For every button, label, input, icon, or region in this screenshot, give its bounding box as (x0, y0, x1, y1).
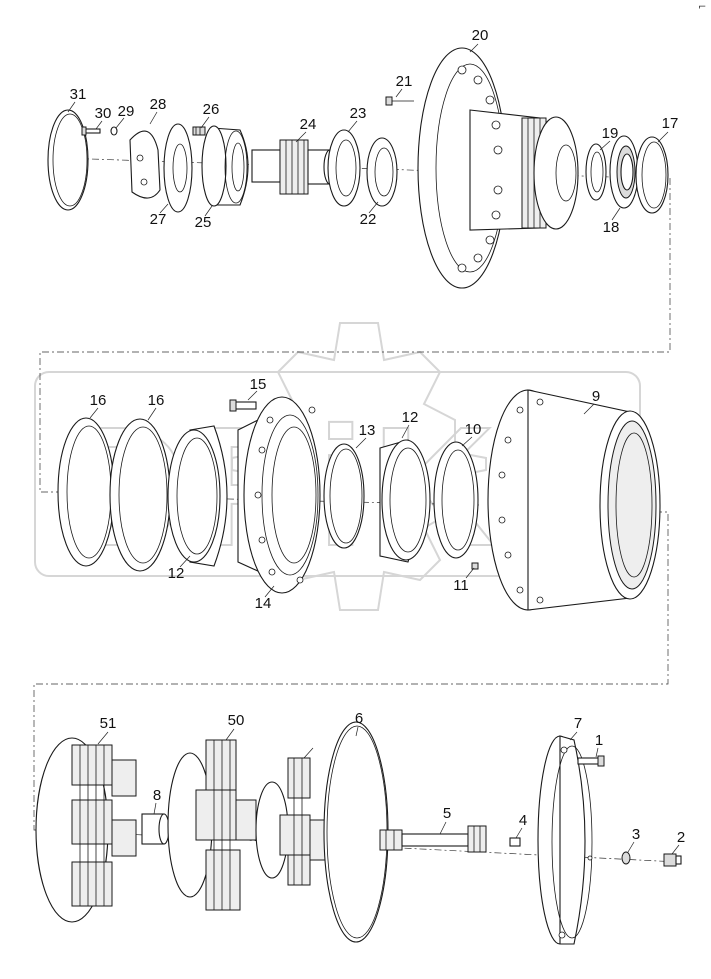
part-16-seal-ring-a (57, 417, 115, 567)
callout-15: 15 (250, 376, 267, 393)
part-7-cover (537, 735, 593, 945)
callout-24: 24 (300, 116, 317, 133)
part-20-hub-flange (417, 47, 579, 289)
callout-23: 23 (350, 105, 367, 122)
callout-26: 26 (203, 101, 220, 118)
part-12-bearing-cup-left (167, 425, 228, 567)
part-15-bolt (229, 399, 257, 412)
part-1-bolt (577, 755, 605, 767)
part-27-retainer (163, 123, 193, 213)
callout-19: 19 (602, 125, 619, 142)
part-4-thrust-button (509, 837, 521, 847)
callout-30: 30 (95, 105, 112, 122)
part-21-bolt (385, 96, 414, 106)
callout-11: 11 (453, 577, 469, 594)
callout-29: 29 (118, 103, 135, 120)
callout-2: 2 (677, 829, 685, 846)
part-13-snap-ring (323, 443, 365, 549)
part-29-washer (110, 126, 118, 136)
part-2-plug (663, 853, 682, 867)
callout-12b: 12 (402, 409, 419, 426)
callout-16a: 16 (90, 392, 107, 409)
part-17-snap-ring (635, 136, 669, 214)
part-51-planet-assembly (35, 737, 137, 923)
callout-4: 4 (519, 812, 527, 829)
callout-14: 14 (255, 595, 272, 612)
callout-7: 7 (574, 715, 582, 732)
part-22-seal (366, 137, 398, 207)
part-19-seal-ring (585, 143, 607, 201)
part-6-o-ring (323, 721, 389, 943)
part-50-planet-carrier (167, 739, 257, 911)
callout-3: 3 (632, 826, 640, 843)
callout-27: 27 (150, 211, 167, 228)
callout-22: 22 (360, 211, 377, 228)
callout-16b: 16 (148, 392, 165, 409)
corner-mark: ⌐ (698, 2, 706, 13)
leader-lines (67, 43, 680, 855)
callout-31: 31 (70, 86, 87, 103)
callout-12a: 12 (168, 565, 185, 582)
part-23-seal-ring (327, 129, 361, 207)
part-49-planet-gears (255, 757, 327, 886)
callout-25: 25 (195, 214, 212, 231)
part-30-bolt (81, 126, 101, 136)
part-24-gear-shaft (251, 139, 337, 195)
part-8-sleeve (141, 813, 170, 845)
part-9-ring-gear (487, 389, 661, 611)
callout-51: 51 (100, 715, 117, 732)
callout-8: 8 (153, 787, 161, 804)
callout-9: 9 (592, 388, 600, 405)
callout-13: 13 (359, 422, 376, 439)
part-25-bearing-housing (201, 125, 249, 207)
part-18-bearing (609, 135, 639, 209)
callout-18: 18 (603, 219, 620, 236)
callout-20: 20 (472, 27, 489, 44)
callout-50: 50 (228, 712, 245, 729)
part-5-sun-shaft (379, 825, 487, 853)
callout-6: 6 (355, 710, 363, 727)
part-12-bearing-cup-right (379, 439, 431, 563)
part-16-seal-ring-b (109, 418, 171, 572)
callout-1: 1 (595, 732, 603, 749)
part-10-thrust-ring (433, 441, 479, 559)
part-26-spring (192, 126, 206, 136)
callout-17: 17 (662, 115, 679, 132)
callout-10: 10 (465, 421, 482, 438)
part-28-lock-plate (129, 130, 161, 199)
callout-21: 21 (396, 73, 413, 90)
part-31-cover-ring (47, 109, 89, 211)
part-11-pin (471, 562, 479, 570)
callout-5: 5 (443, 805, 451, 822)
part-14-carrier-housing (237, 396, 321, 594)
callout-labels: 31 30 29 28 26 27 25 24 23 22 21 20 19 1… (70, 27, 686, 846)
part-3-washer (621, 851, 631, 865)
callout-28: 28 (150, 96, 167, 113)
